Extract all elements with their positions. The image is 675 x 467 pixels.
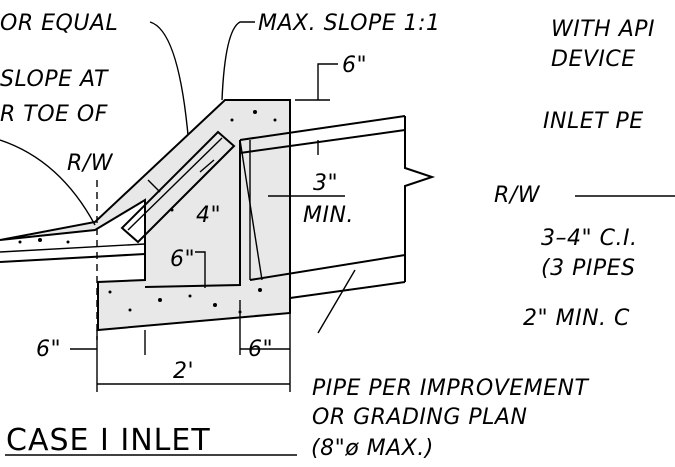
label-six-right: 6" xyxy=(248,337,273,362)
inlet-concrete-body xyxy=(0,99,291,332)
label-pipe-per: PIPE PER IMPROVEMENT xyxy=(312,376,589,401)
label-or-equal: OR EQUAL xyxy=(0,11,118,36)
label-toe-of: R TOE OF xyxy=(0,102,108,127)
grate-inner-line xyxy=(127,137,223,231)
label-two-feet: 2' xyxy=(173,359,194,384)
left-slab-inner-edge xyxy=(0,243,146,253)
diagonal-bar xyxy=(239,139,263,281)
drawing-title: CASE I INLET xyxy=(6,423,211,458)
inner-chamber-wall xyxy=(144,140,241,288)
leader-or-equal xyxy=(149,21,189,136)
label-inlet-pe: INLET PE xyxy=(543,109,644,134)
label-six-mid: 6" xyxy=(170,247,195,272)
label-grading: OR GRADING PLAN xyxy=(312,405,527,430)
label-max-slope: MAX. SLOPE 1:1 xyxy=(258,11,441,36)
label-rw-right: R/W xyxy=(494,183,541,208)
pipe-bottom-upper xyxy=(249,254,406,281)
label-slope-at: SLOPE AT xyxy=(0,67,109,92)
label-rw-left: R/W xyxy=(67,151,114,176)
label-four: 4" xyxy=(196,203,221,228)
left-slab-edge xyxy=(0,253,146,263)
label-six-top: 6" xyxy=(342,53,367,78)
leader-slope-at xyxy=(0,139,96,226)
leader-pipe xyxy=(317,269,356,334)
dim-4in-arrow2 xyxy=(199,159,215,173)
pipe-top-lower xyxy=(239,129,406,154)
leader-six-mid xyxy=(195,251,206,288)
label-six-left: 6" xyxy=(36,337,61,362)
label-device: DEVICE xyxy=(551,47,636,72)
pipe-bottom-lower xyxy=(289,281,406,299)
label-three-pipes: (3 PIPES xyxy=(541,256,635,281)
label-max-dia: (8"ø MAX.) xyxy=(311,436,434,461)
pipe-break-symbol xyxy=(404,116,436,282)
leader-max-slope xyxy=(221,21,255,101)
dim-4in-arrow xyxy=(147,179,161,193)
concrete-aggregate xyxy=(18,110,277,314)
label-with-api: WITH API xyxy=(551,17,655,42)
grate-frame xyxy=(120,130,236,244)
label-ci-pipes: 3–4" C.I. xyxy=(541,226,637,251)
label-three: 3" xyxy=(313,171,338,196)
pipe-top-upper xyxy=(239,115,406,141)
label-two-min: 2" MIN. C xyxy=(523,306,630,331)
leader-six-top xyxy=(317,63,338,100)
label-min: MIN. xyxy=(303,203,354,228)
